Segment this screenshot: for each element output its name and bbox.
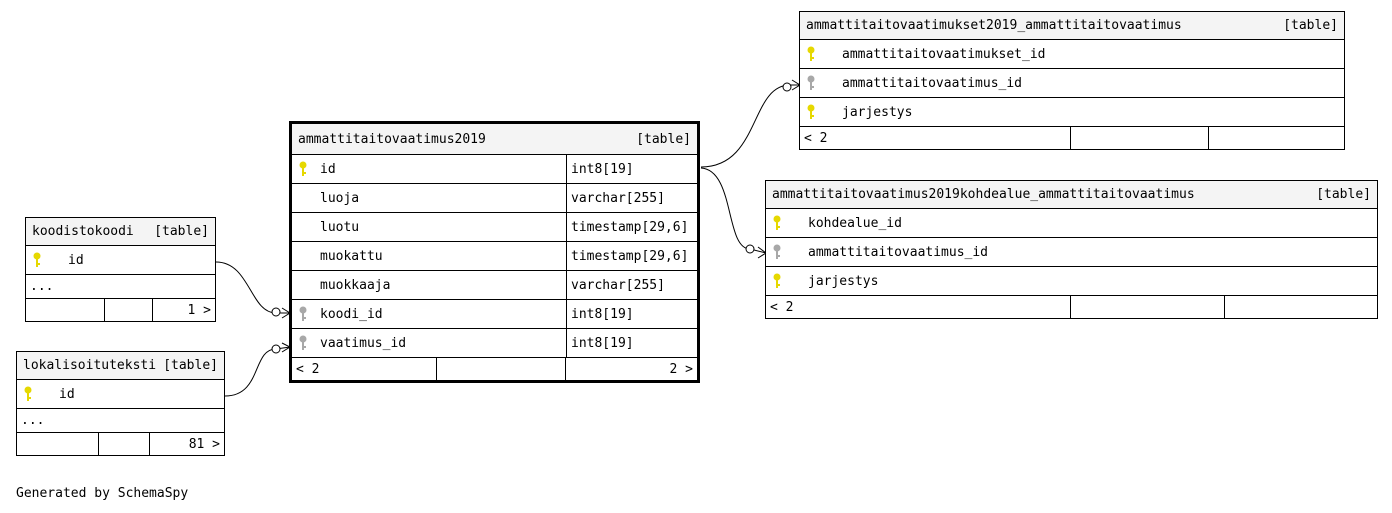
table-header: ammattitaitovaatimus2019 [table] (292, 124, 697, 155)
column-name: ammattitaitovaatimukset_id (842, 46, 1046, 62)
table-ammattitaitovaatimus2019kohdealue-ammattitaitovaatimus[interactable]: ammattitaitovaatimus2019kohdealue_ammatt… (765, 180, 1378, 319)
table-name: lokalisoituteksti (23, 358, 157, 373)
primary-key-icon (292, 161, 314, 177)
column-name: jarjestys (842, 104, 913, 120)
column-name: jarjestys (808, 273, 879, 289)
table-ammattitaitovaatimus2019[interactable]: ammattitaitovaatimus2019 [table] id int8… (289, 121, 700, 383)
column-row: jarjestys (800, 98, 1344, 127)
relation-lokalisoituteksti (224, 346, 291, 397)
table-name: ammattitaitovaatimukset2019_ammattitaito… (806, 18, 1182, 33)
generator-credit: Generated by SchemaSpy (16, 486, 189, 501)
column-type: varchar[255] (566, 184, 697, 212)
column-row: luoja varchar[255] (292, 184, 697, 213)
foreign-key-icon (292, 335, 314, 351)
column-row: koodi_id int8[19] (292, 300, 697, 329)
column-name: muokattu (320, 248, 383, 264)
children-count[interactable]: 81 > (149, 433, 224, 455)
column-name: id (68, 252, 84, 268)
relation-kohdealue-join (700, 167, 767, 254)
more-columns: ... (17, 409, 224, 433)
column-name: ammattitaitovaatimus_id (808, 244, 989, 260)
column-row: id (26, 246, 215, 275)
table-koodistokoodi[interactable]: koodistokoodi [table] id ... 1 > (25, 217, 216, 322)
column-row: id (17, 380, 224, 409)
table-header: koodistokoodi [table] (26, 218, 215, 246)
parents-count[interactable]: < 2 (296, 361, 320, 377)
foreign-key-icon (800, 75, 822, 91)
foreign-key-icon (766, 244, 788, 260)
more-columns: ... (26, 275, 215, 299)
column-name: kohdealue_id (808, 215, 902, 231)
parents-count[interactable]: < 2 (804, 130, 828, 146)
primary-key-icon (17, 386, 39, 402)
column-name: luoja (320, 190, 360, 206)
table-name: ammattitaitovaatimus2019kohdealue_ammatt… (772, 187, 1195, 202)
parents-count[interactable]: < 2 (770, 299, 794, 315)
table-kind: [table] (163, 358, 218, 373)
column-name: koodi_id (320, 306, 383, 322)
column-type: varchar[255] (566, 271, 697, 299)
primary-key-icon (800, 104, 822, 120)
column-row: vaatimus_id int8[19] (292, 329, 697, 358)
primary-key-icon (766, 273, 788, 289)
table-footer: < 2 2 > (292, 358, 697, 380)
column-row: muokattu timestamp[29,6] (292, 242, 697, 271)
column-row: jarjestys (766, 267, 1377, 296)
column-name: id (59, 386, 75, 402)
table-name: koodistokoodi (32, 224, 134, 239)
table-kind: [table] (636, 131, 691, 147)
table-header: ammattitaitovaatimukset2019_ammattitaito… (800, 12, 1344, 40)
column-row: muokkaaja varchar[255] (292, 271, 697, 300)
column-row: ammattitaitovaatimus_id (800, 69, 1344, 98)
primary-key-icon (766, 215, 788, 231)
table-kind: [table] (1283, 18, 1338, 33)
column-name: vaatimus_id (320, 335, 407, 351)
table-footer: 1 > (26, 299, 215, 321)
table-footer: < 2 (800, 127, 1344, 149)
column-row: ammattitaitovaatimus_id (766, 238, 1377, 267)
column-row: kohdealue_id (766, 209, 1377, 238)
column-row: id int8[19] (292, 155, 697, 184)
column-type: int8[19] (566, 155, 697, 183)
table-kind: [table] (1316, 187, 1371, 202)
primary-key-icon (800, 46, 822, 62)
children-count[interactable]: 1 > (152, 299, 215, 321)
table-footer: < 2 (766, 296, 1377, 318)
foreign-key-icon (292, 306, 314, 322)
children-count[interactable]: 2 > (565, 358, 697, 380)
column-type: int8[19] (566, 329, 697, 357)
column-type: timestamp[29,6] (566, 213, 697, 241)
column-type: timestamp[29,6] (566, 242, 697, 270)
column-row: ammattitaitovaatimukset_id (800, 40, 1344, 69)
column-name: ammattitaitovaatimus_id (842, 75, 1023, 91)
column-name: muokkaaja (320, 277, 391, 293)
table-footer: 81 > (17, 433, 224, 455)
relation-ammattitaitovaatimukset-join (700, 84, 800, 168)
column-name: luotu (320, 219, 360, 235)
table-ammattitaitovaatimukset2019-ammattitaitovaatimus[interactable]: ammattitaitovaatimukset2019_ammattitaito… (799, 11, 1345, 150)
table-header: lokalisoituteksti [table] (17, 352, 224, 380)
table-lokalisoituteksti[interactable]: lokalisoituteksti [table] id ... 81 > (16, 351, 225, 456)
primary-key-icon (26, 252, 48, 268)
relation-koodistokoodi (215, 261, 290, 314)
table-name: ammattitaitovaatimus2019 (298, 131, 486, 147)
column-name: id (320, 161, 336, 177)
table-kind: [table] (154, 224, 209, 239)
column-row: luotu timestamp[29,6] (292, 213, 697, 242)
table-header: ammattitaitovaatimus2019kohdealue_ammatt… (766, 181, 1377, 209)
column-type: int8[19] (566, 300, 697, 328)
